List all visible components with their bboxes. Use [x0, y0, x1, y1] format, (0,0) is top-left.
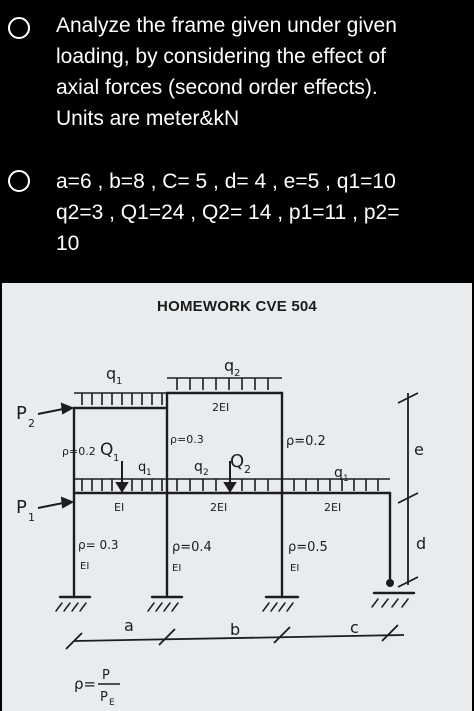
- label-dim-e: e: [414, 440, 424, 459]
- label-P2: P: [16, 403, 27, 424]
- label-col3-EI: EI: [290, 563, 299, 574]
- formula-lhs: ρ=: [74, 675, 96, 693]
- formula-numerator: P: [102, 668, 110, 683]
- frame-diagram: P 2 P 1 q 1 q 2 2EI ρ=0.2 ρ=0.3 ρ=0.2 Q …: [16, 356, 426, 708]
- label-beam3-EI: 2EI: [324, 501, 341, 514]
- label-Q1-sub: 1: [113, 453, 119, 464]
- label-rho-col3-lower: ρ=0.5: [288, 540, 328, 555]
- ground-hatch-1: [55, 602, 87, 612]
- label-rho-col2-upper: ρ=0.3: [170, 433, 204, 446]
- point-loads: [115, 461, 237, 493]
- formula-rho: ρ= P P E: [74, 668, 120, 708]
- label-rho-col3-upper: ρ=0.2: [286, 434, 326, 449]
- ground-hatch-4: [371, 598, 409, 608]
- top-distributed-load: [74, 377, 282, 405]
- label-q1-mid-sub: 1: [146, 468, 152, 478]
- label-beam-top-EI: 2EI: [212, 401, 229, 414]
- label-rho-col1-lower: ρ= 0.3: [78, 538, 119, 552]
- label-rho-col2-lower: ρ=0.4: [172, 540, 212, 555]
- label-col1-EI: EI: [80, 561, 89, 572]
- dimension-lines: [65, 392, 419, 650]
- label-Q1: Q: [100, 440, 113, 460]
- label-dim-b: b: [230, 620, 240, 639]
- radio-circle-icon: [8, 17, 30, 39]
- label-P2-sub: 2: [28, 417, 35, 430]
- radio-circle-icon: [8, 170, 30, 192]
- label-beam1-EI: EI: [114, 501, 124, 514]
- pin-support-icon: [386, 579, 394, 587]
- label-q2-top-sub: 2: [234, 368, 240, 379]
- label-q1-right: q: [334, 465, 343, 481]
- formula-denominator-sub: E: [109, 698, 115, 708]
- label-q1-mid: q: [138, 460, 146, 475]
- formula-denominator: P: [100, 690, 108, 705]
- label-dim-d: d: [416, 534, 426, 553]
- label-q1-right-sub: 1: [343, 474, 349, 484]
- frame-photo: HOMEWORK CVE 504: [2, 283, 472, 711]
- label-q1-top-sub: 1: [116, 376, 122, 387]
- label-dim-c: c: [350, 618, 359, 637]
- ground-hatch-3: [262, 602, 294, 612]
- label-q1-top: q: [106, 364, 116, 383]
- given-values-text: a=6 , b=8 , C= 5 , d= 4 , e=5 , q1=10 q2…: [56, 170, 400, 255]
- label-P1: P: [16, 497, 27, 518]
- horizontal-loads: [37, 402, 75, 509]
- figure-title: HOMEWORK CVE 504: [157, 298, 317, 315]
- ground-hatch-2: [147, 602, 179, 612]
- label-P1-sub: 1: [28, 511, 35, 524]
- label-beam2-EI: 2EI: [210, 501, 227, 514]
- label-col2-EI: EI: [172, 563, 181, 574]
- label-q2-top: q: [224, 356, 234, 375]
- label-rho-col1-upper: ρ=0.2: [62, 445, 96, 458]
- problem-statement-text: Analyze the frame given under given load…: [56, 14, 397, 130]
- label-Q2: Q: [230, 451, 244, 472]
- label-Q2-sub: 2: [244, 463, 251, 476]
- label-dim-a: a: [124, 616, 134, 635]
- label-q2-mid: q: [194, 459, 203, 475]
- middle-distributed-load: [74, 478, 390, 491]
- label-q2-mid-sub: 2: [203, 468, 209, 478]
